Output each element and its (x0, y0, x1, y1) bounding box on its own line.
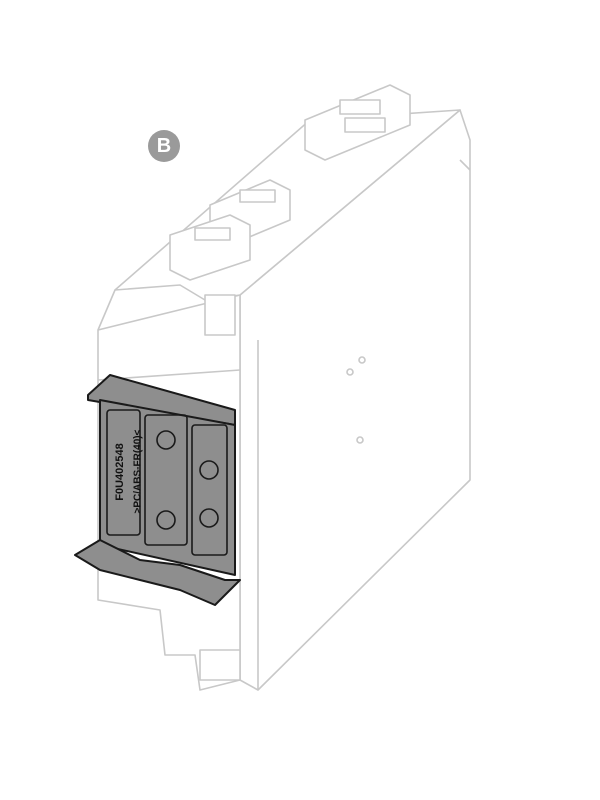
callout-label: B (156, 135, 172, 157)
clip-part-number: F0U402548 (114, 443, 126, 501)
terminal-block-top (304, 84, 411, 161)
callout-badge: B (148, 130, 180, 162)
terminal-block-front (169, 214, 251, 281)
clip-material: >PC/ABS-FR(40)< (132, 429, 144, 514)
din-rail-clip (74, 374, 241, 606)
